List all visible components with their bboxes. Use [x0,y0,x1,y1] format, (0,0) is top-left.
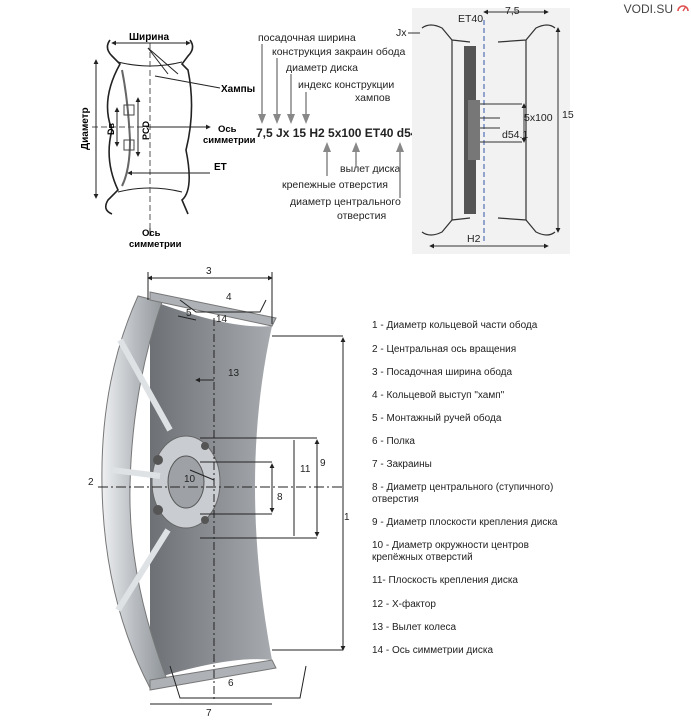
wheel-num-9: 9 [320,458,326,469]
legend-item: 3 - Посадочная ширина обода [372,367,513,378]
section-h2-label: H2 [467,233,481,245]
marking-center-label-1: диаметр центрального [290,196,401,208]
watermark-text: VODI.SU [623,2,673,16]
legend-item: 14 - Ось симметрии диска [372,645,494,656]
wheel-num-2: 2 [88,477,94,488]
speedometer-icon [677,5,689,12]
wheel-num-11: 11 [300,464,311,475]
legend-item: 6 - Полка [372,436,415,447]
legend-item: 12 - Х-фактор [372,599,436,610]
dv-label: Dв [106,123,116,135]
section-jx-label: Jx [396,27,407,39]
et-label: ET [214,162,227,173]
axis-bottom-label-1: Ось [142,228,161,239]
humps-label: Хампы [221,84,255,95]
section-pcd-label: 5x100 [524,112,553,124]
marking-hump-label-1: индекс конструкции [298,79,394,91]
legend-item: 8 - Диаметр центрального (ступичного) от… [372,482,554,505]
wheel-num-13: 13 [228,368,240,379]
wheel-num-6: 6 [228,678,234,689]
section-cb-label: d54.1 [502,129,528,141]
marking-flange-label: конструкция закраин обода [272,46,406,58]
marking-width-label: посадочная ширина [258,32,356,44]
pcd-label: PCD [141,120,151,140]
wheel-num-7: 7 [206,708,212,719]
wheel-num-8: 8 [277,492,283,503]
legend-item: 1 - Диаметр кольцевой части обода [372,320,538,331]
legend-item: 2 - Центральная ось вращения [372,344,517,355]
wheel-num-3: 3 [206,266,212,277]
wheel-num-1: 1 [344,512,350,523]
marking-bolts-label: крепежные отверстия [282,179,388,191]
axis-right-label-2: симметрии [203,135,256,146]
legend-item: 9 - Диаметр плоскости крепления диска [372,517,558,528]
wheel-num-4: 4 [226,292,232,303]
section-et-label: ET40 [458,13,483,25]
legend-item: 11- Плоскость крепления диска [372,575,518,586]
marking-offset-label: вылет диска [340,163,401,175]
legend-item: 5 - Монтажный ручей обода [372,413,502,424]
marking-hump-label-2: хампов [355,92,391,104]
section-diameter-label: 15 [562,109,574,121]
axis-bottom-label-2: симметрии [129,239,182,250]
marking-diameter-label: диаметр диска [286,62,358,74]
wheel-num-14: 14 [216,314,228,325]
legend-item: 13 - Вылет колеса [372,622,457,633]
wheel-num-10: 10 [184,474,196,485]
width-label: Ширина [129,32,169,43]
legend-item: 4 - Кольцевой выступ "хамп" [372,390,505,401]
axis-right-label-1: Ось [218,124,237,135]
marking-code: 7,5 Jx 15 H2 5x100 ET40 d54.1 [256,126,428,140]
section-width-label: 7,5 [505,5,520,17]
marking-center-label-2: отверстия [337,210,386,222]
diameter-label: Диаметр [80,107,91,150]
wheel-num-5: 5 [186,308,192,319]
legend-item: 10 - Диаметр окружности центров крепёжны… [372,540,529,563]
legend-item: 7 - Закраины [372,459,432,470]
